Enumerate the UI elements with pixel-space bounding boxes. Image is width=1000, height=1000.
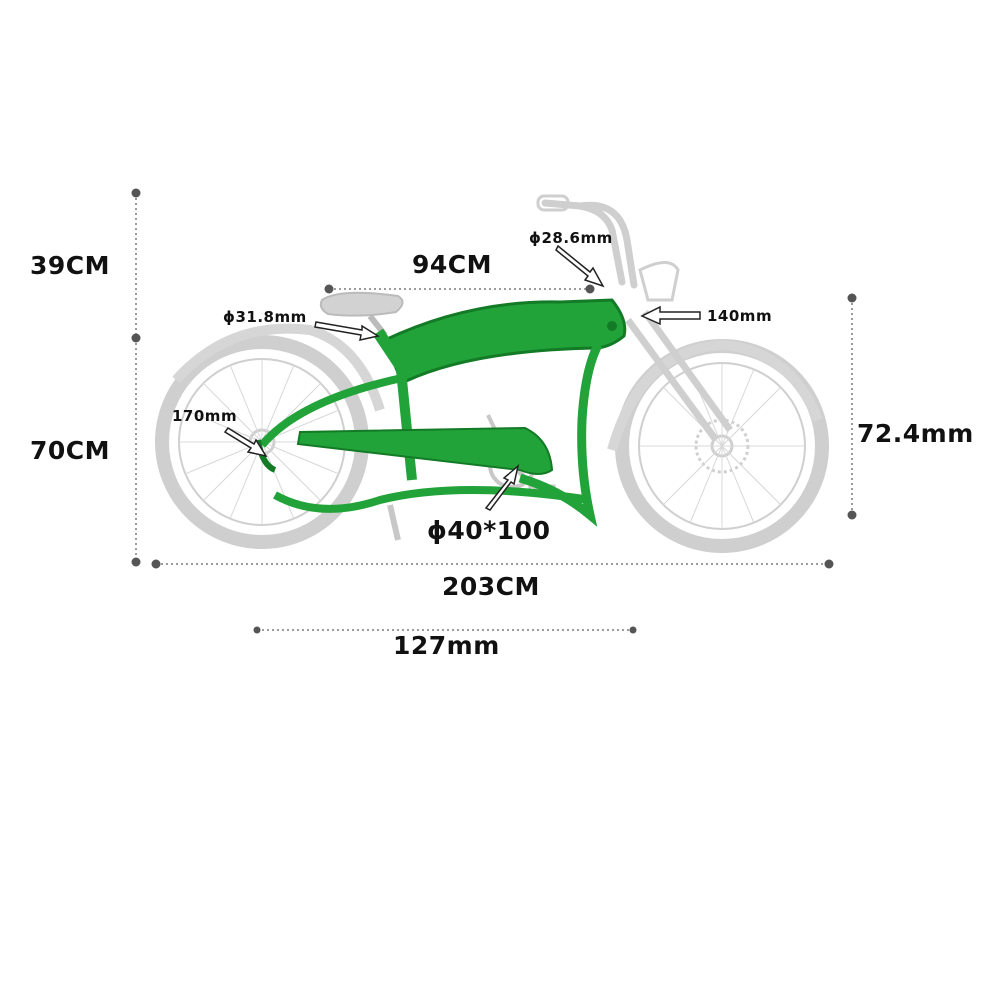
headlight bbox=[638, 261, 680, 302]
handlebar bbox=[536, 194, 638, 289]
front-fender bbox=[607, 339, 823, 452]
arrow-seatpost bbox=[314, 321, 380, 341]
handlebar-diameter-label: ϕ28.6mm bbox=[529, 229, 613, 247]
callout-arrows bbox=[223, 244, 701, 511]
seat-height-lower-label: 70CM bbox=[30, 436, 111, 465]
dimension-lines bbox=[135, 193, 853, 631]
arrow-bottom-bracket bbox=[484, 463, 520, 511]
arrow-headtube bbox=[640, 305, 701, 326]
rear-fender bbox=[172, 323, 385, 412]
seatpost-diameter-label: ϕ31.8mm bbox=[223, 308, 307, 326]
front-fork bbox=[625, 309, 733, 443]
arrow-handlebar bbox=[555, 244, 605, 288]
front-height-label: 72.4mm bbox=[857, 419, 974, 448]
bottom-bracket-label: ϕ40*100 bbox=[427, 516, 551, 545]
dimension-dots bbox=[131, 188, 857, 634]
wheelbase-label: 127mm bbox=[393, 631, 500, 660]
overall-length-label: 203CM bbox=[442, 572, 540, 601]
head-tube-length-label: 140mm bbox=[707, 307, 773, 325]
rear-dropout-width-label: 170mm bbox=[172, 407, 238, 425]
top-tube-length-label: 94CM bbox=[412, 250, 493, 279]
seat-height-upper-label: 39CM bbox=[30, 251, 111, 280]
green-frame bbox=[255, 298, 627, 527]
arrow-dropout bbox=[223, 427, 268, 458]
